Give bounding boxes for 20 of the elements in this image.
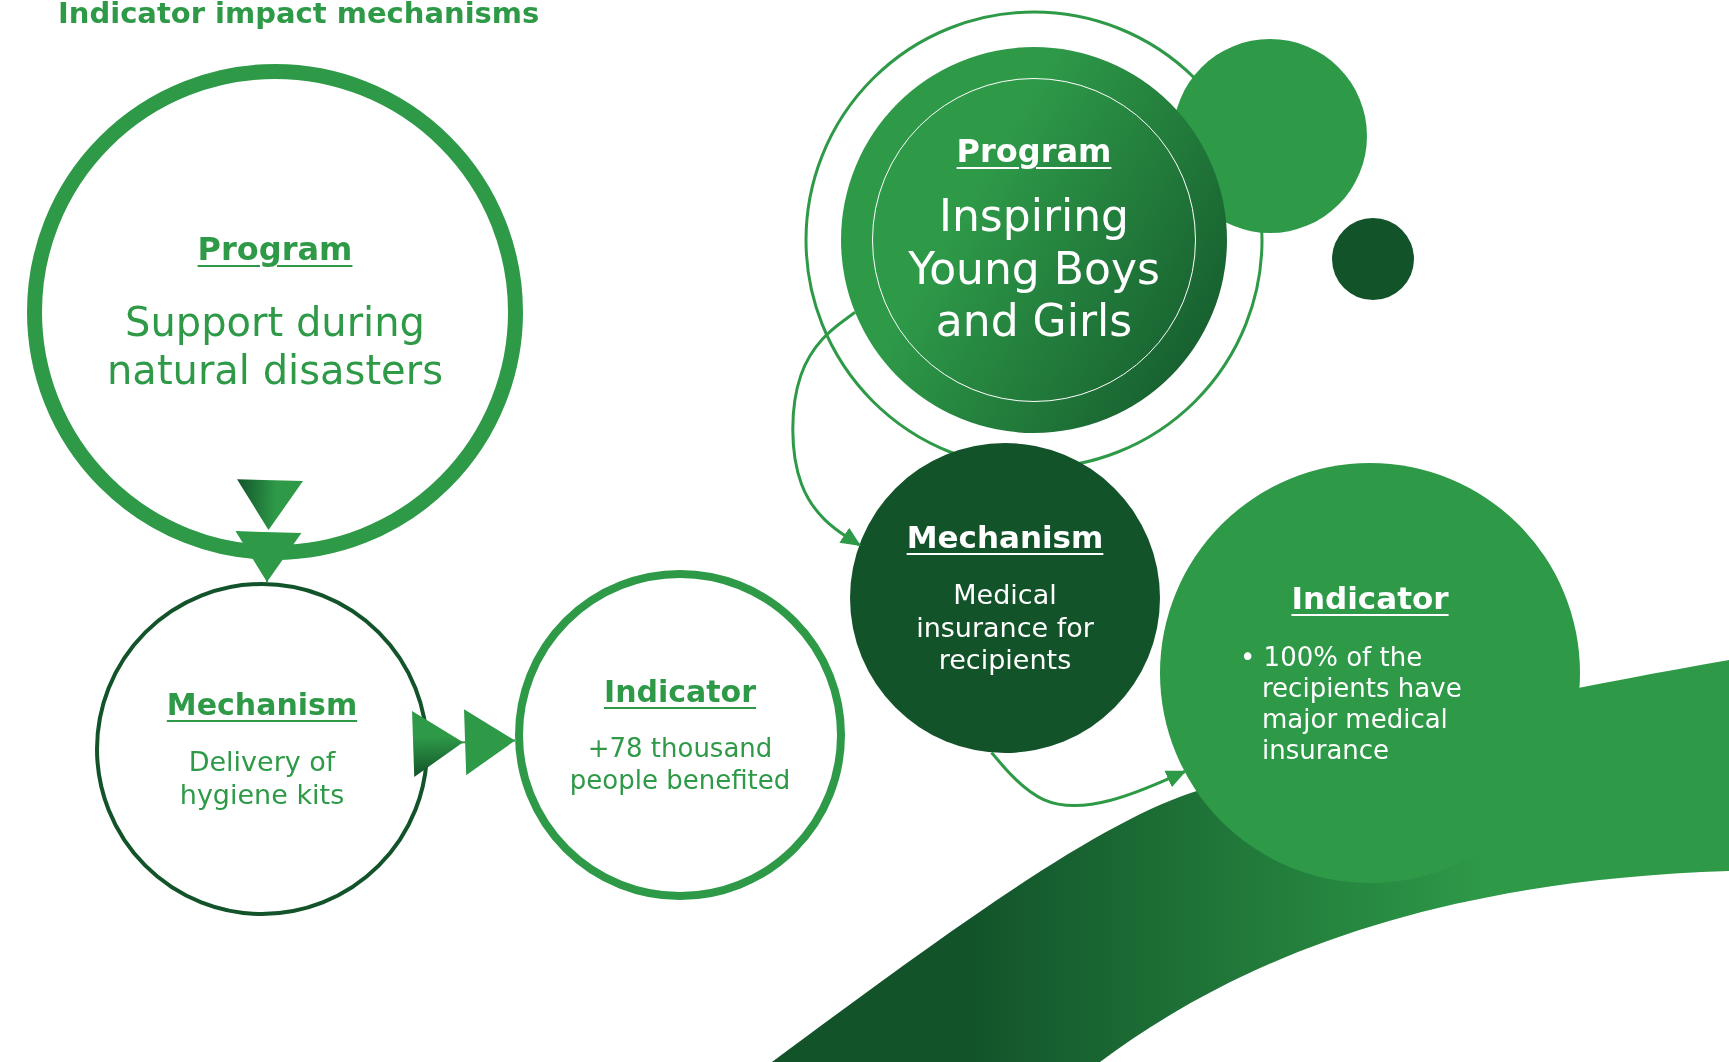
section-heading: Mechanism [906, 519, 1104, 556]
section-heading: Indicator [1291, 579, 1449, 616]
body-text: +78 thousand people benefited [568, 733, 792, 796]
circle-node [27, 64, 523, 560]
circle-node [515, 570, 845, 900]
body-text: Delivery of hygiene kits [178, 746, 346, 811]
section-heading: Program [956, 131, 1112, 170]
bullet-text: • 100% of the recipients have major medical insurance [1240, 641, 1463, 767]
diagram-title: Indicator impact mechanisms [58, 0, 540, 30]
arrow [791, 311, 862, 547]
circle-node [95, 582, 429, 916]
arrow [990, 751, 1187, 808]
section-heading: Mechanism [166, 687, 358, 723]
body-text: Support during natural disasters [106, 298, 444, 394]
section-heading: Program [197, 230, 353, 268]
section-heading: Indicator [603, 674, 757, 710]
body-text: Medical insurance for recipients [915, 579, 1095, 677]
arrow [412, 709, 517, 777]
arrow [235, 479, 303, 584]
body-text: Inspiring Young Boys and Girls [907, 189, 1161, 349]
